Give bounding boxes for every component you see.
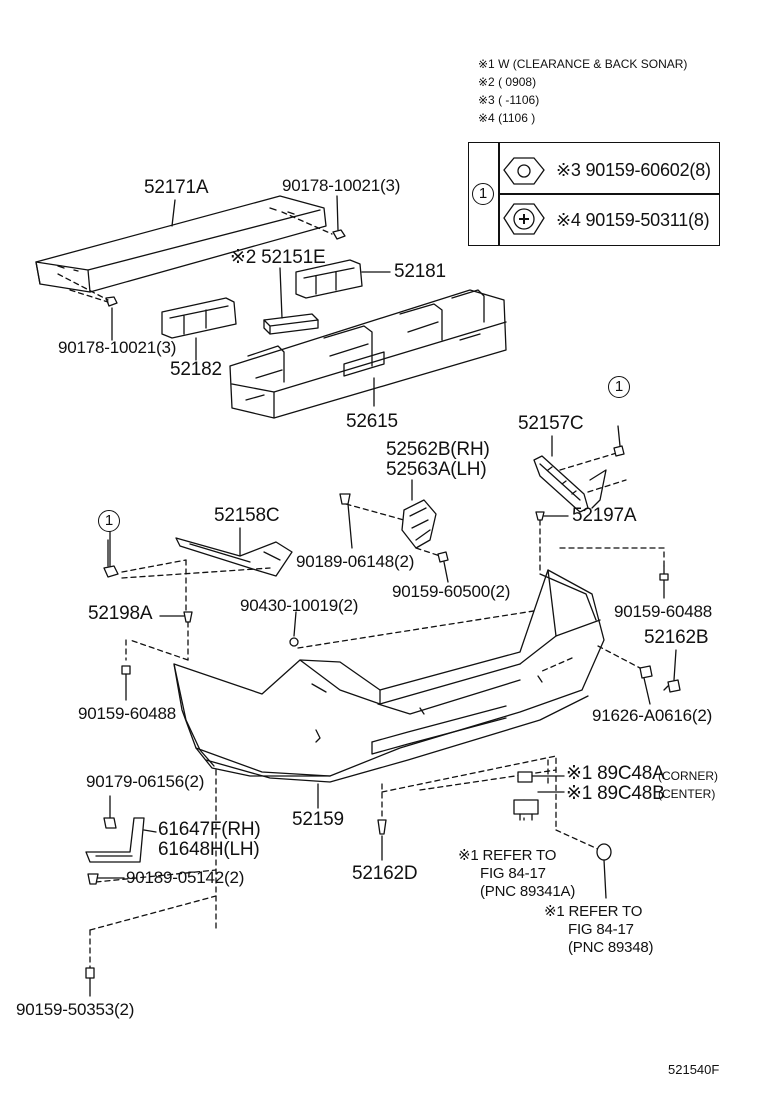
label-90189-05142: 90189-05142(2) bbox=[126, 868, 245, 887]
label-52171A: 52171A bbox=[144, 177, 209, 198]
clip-52197A bbox=[535, 511, 569, 571]
label-52197A: 52197A bbox=[572, 505, 637, 526]
label-52198A: 52198A bbox=[88, 603, 153, 624]
phillips-screw-icon bbox=[503, 203, 545, 235]
label-90178-top: 90178-10021(3) bbox=[282, 176, 401, 195]
refer-2-line-c: (PNC 89348) bbox=[568, 939, 654, 956]
bolt-90159-60488-right bbox=[659, 565, 669, 599]
label-90159-60488-left: 90159-60488 bbox=[78, 704, 177, 723]
screw-91626 bbox=[639, 665, 653, 705]
label-52162B: 52162B bbox=[644, 627, 709, 648]
refer-1-line-a: ※1 REFER TO bbox=[458, 847, 557, 864]
absorber-52615 bbox=[229, 289, 507, 419]
label-52182: 52182 bbox=[170, 359, 222, 380]
label-52162D: 52162D bbox=[352, 863, 418, 884]
clip-52162D bbox=[377, 819, 387, 861]
bracket-61647F bbox=[85, 817, 157, 863]
label-90189-06148: 90189-06148(2) bbox=[296, 552, 415, 571]
label-52151E: ※2 52151E bbox=[230, 247, 326, 268]
reinforcement-bar-52171A bbox=[35, 195, 327, 293]
note-4: ※4 (1106 ) bbox=[478, 111, 536, 125]
sensor-89C48B bbox=[513, 791, 565, 821]
label-61647F: 61647F(RH) bbox=[158, 819, 261, 840]
bracket-52181 bbox=[295, 259, 391, 299]
label-90159-60488-right: 90159-60488 bbox=[614, 602, 713, 621]
refer-2-line-b: FIG 84-17 bbox=[568, 921, 634, 938]
refer-1-line-b: FIG 84-17 bbox=[480, 865, 546, 882]
label-89C48A: ※1 89C48A bbox=[566, 763, 665, 784]
legend-row-1: ※3 90159-60602(8) bbox=[556, 160, 711, 180]
retainer-52162B bbox=[663, 649, 681, 693]
callout-circle-right: 1 bbox=[608, 376, 630, 398]
bracket-52158C bbox=[103, 527, 293, 611]
bracket-52157C bbox=[533, 425, 627, 513]
note-2: ※2 ( 0908) bbox=[478, 75, 537, 89]
clip-90189-05142 bbox=[87, 873, 125, 885]
side-piece-52562B bbox=[345, 479, 441, 557]
note-1: ※1 W (CLEARANCE & BACK SONAR) bbox=[478, 57, 688, 71]
label-52181: 52181 bbox=[394, 261, 446, 282]
nut-90179 bbox=[103, 795, 117, 829]
label-52157C: 52157C bbox=[518, 413, 584, 434]
label-61648H: 61648H(LH) bbox=[158, 839, 260, 860]
label-91626: 91626-A0616(2) bbox=[592, 706, 713, 725]
label-52562B: 52562B(RH) bbox=[386, 439, 490, 460]
label-52615: 52615 bbox=[346, 411, 398, 432]
figure-code: 521540F bbox=[668, 1062, 720, 1077]
label-90430: 90430-10019(2) bbox=[240, 596, 359, 615]
clip-52198A bbox=[159, 611, 193, 661]
refer-2-line-a: ※1 REFER TO bbox=[544, 903, 643, 920]
legend-row-2: ※4 90159-50311(8) bbox=[556, 210, 710, 230]
bracket-52182 bbox=[161, 297, 237, 361]
label-89C48B: ※1 89C48B bbox=[566, 783, 665, 804]
label-90159-50353: 90159-50353(2) bbox=[16, 1000, 135, 1019]
leader-52171A bbox=[171, 199, 176, 227]
refer-1-line-c: (PNC 89341A) bbox=[480, 883, 576, 900]
legend-divider-h bbox=[498, 193, 720, 195]
bolt-90159-60500 bbox=[437, 551, 449, 583]
bolt-90159-60488-left bbox=[121, 665, 131, 701]
spacer-52151E bbox=[263, 267, 319, 335]
label-52563A: 52563A(LH) bbox=[386, 459, 487, 480]
label-89C48A-note: (CORNER) bbox=[658, 769, 718, 783]
bumper-cover-52159 bbox=[173, 569, 605, 783]
label-89C48B-note: (CENTER) bbox=[658, 787, 716, 801]
legend-ref-symbol: 1 bbox=[472, 183, 494, 205]
sensor-89C48A bbox=[517, 771, 565, 783]
legend-icons bbox=[503, 157, 545, 235]
note-3: ※3 ( -1106) bbox=[478, 93, 540, 107]
bolt-90178-left bbox=[57, 273, 118, 341]
clip-90189-06148 bbox=[339, 493, 353, 549]
hex-nut-icon bbox=[503, 157, 545, 185]
bolt-90178-top bbox=[281, 195, 346, 240]
nut-90430 bbox=[289, 609, 541, 649]
label-90178-left: 90178-10021(3) bbox=[58, 338, 177, 357]
label-52159: 52159 bbox=[292, 809, 344, 830]
bolt-90159-50353 bbox=[85, 967, 95, 997]
grommet-right bbox=[596, 843, 612, 899]
label-52158C: 52158C bbox=[214, 505, 280, 526]
label-90159-60500: 90159-60500(2) bbox=[392, 582, 511, 601]
label-90179: 90179-06156(2) bbox=[86, 772, 205, 791]
callout-circle-left: 1 bbox=[98, 510, 120, 532]
